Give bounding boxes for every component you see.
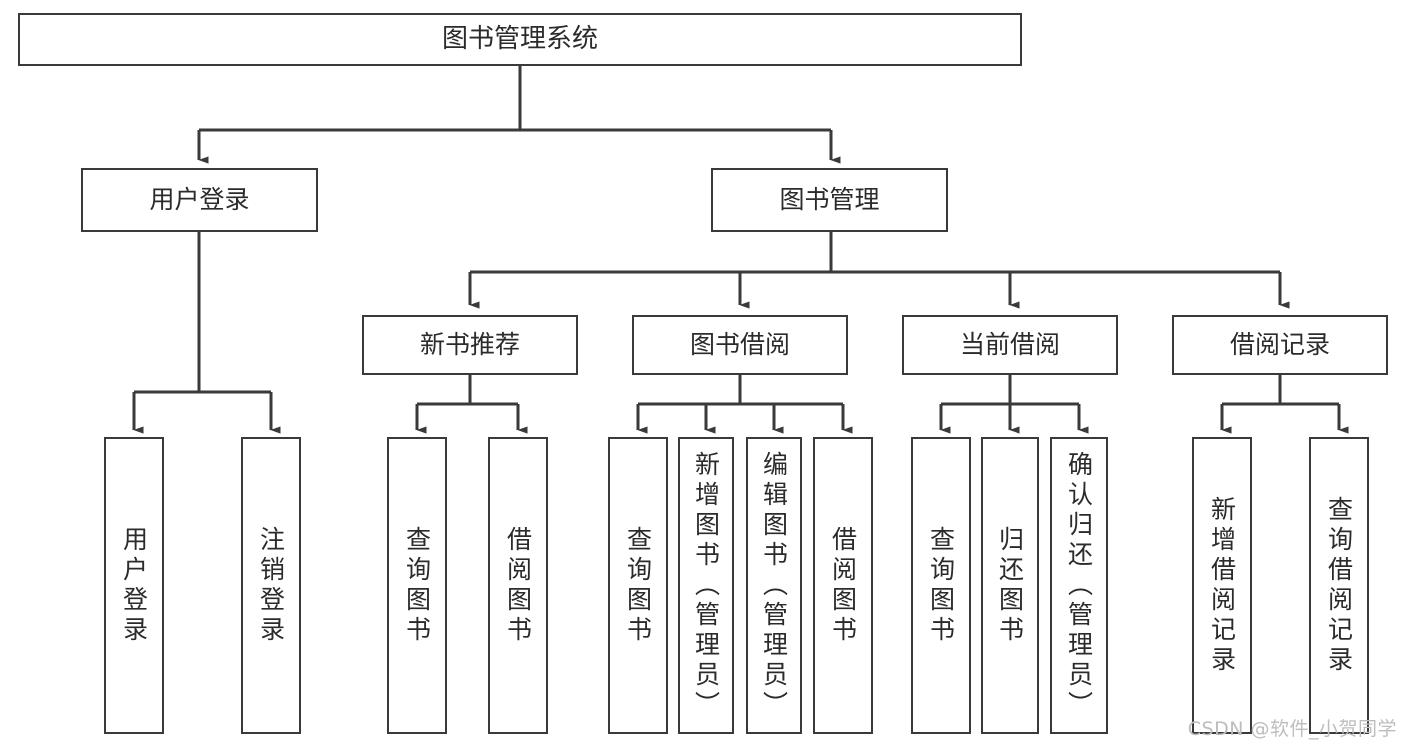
leaf-user-logout[interactable]: 注销登录	[241, 437, 301, 734]
leaf-edit-book-admin[interactable]: 编辑图书（管理员）	[746, 437, 802, 734]
node-label: 新增图书（管理员）	[691, 450, 721, 721]
node-book-management[interactable]: 图书管理	[711, 168, 948, 232]
node-borrow-record[interactable]: 借阅记录	[1172, 315, 1388, 375]
leaf-borrow-book-recommend[interactable]: 借阅图书	[488, 437, 548, 734]
leaf-query-book-recommend[interactable]: 查询图书	[387, 437, 447, 734]
node-label: 新增借阅记录	[1207, 495, 1237, 676]
node-label: 图书借阅	[689, 330, 790, 360]
node-root-book-management-system[interactable]: 图书管理系统	[18, 13, 1022, 66]
node-label: 借阅记录	[1229, 330, 1330, 360]
leaf-query-book-current[interactable]: 查询图书	[911, 437, 971, 734]
node-new-book-recommend[interactable]: 新书推荐	[362, 315, 578, 375]
leaf-confirm-return-admin[interactable]: 确认归还（管理员）	[1050, 437, 1108, 734]
node-label: 查询图书	[926, 525, 956, 646]
leaf-add-book-admin[interactable]: 新增图书（管理员）	[678, 437, 734, 734]
node-label: 当前借阅	[959, 330, 1060, 360]
node-label: 用户登录	[149, 185, 250, 215]
node-label: 用户登录	[119, 525, 149, 646]
leaf-query-book-borrow[interactable]: 查询图书	[608, 437, 668, 734]
node-label: 图书管理系统	[441, 24, 598, 55]
node-label: 查询借阅记录	[1324, 495, 1354, 676]
node-label: 借阅图书	[503, 525, 533, 646]
node-label: 查询图书	[402, 525, 432, 646]
csdn-watermark: CSDN @软件_小贺同学	[1187, 718, 1397, 740]
leaf-borrow-book-borrow[interactable]: 借阅图书	[813, 437, 873, 734]
node-label: 编辑图书（管理员）	[759, 450, 789, 721]
node-label: 图书管理	[779, 185, 880, 215]
node-label: 归还图书	[995, 525, 1025, 646]
leaf-add-borrow-record[interactable]: 新增借阅记录	[1192, 437, 1252, 734]
node-label: 查询图书	[623, 525, 653, 646]
node-book-borrow[interactable]: 图书借阅	[632, 315, 848, 375]
leaf-query-borrow-record[interactable]: 查询借阅记录	[1309, 437, 1369, 734]
node-label: 借阅图书	[828, 525, 858, 646]
leaf-user-login[interactable]: 用户登录	[104, 437, 164, 734]
node-label: 注销登录	[256, 525, 286, 646]
node-user-login[interactable]: 用户登录	[81, 168, 318, 232]
node-label: 新书推荐	[419, 330, 520, 360]
node-label: 确认归还（管理员）	[1064, 450, 1094, 721]
node-current-borrow[interactable]: 当前借阅	[902, 315, 1118, 375]
leaf-return-book[interactable]: 归还图书	[981, 437, 1039, 734]
